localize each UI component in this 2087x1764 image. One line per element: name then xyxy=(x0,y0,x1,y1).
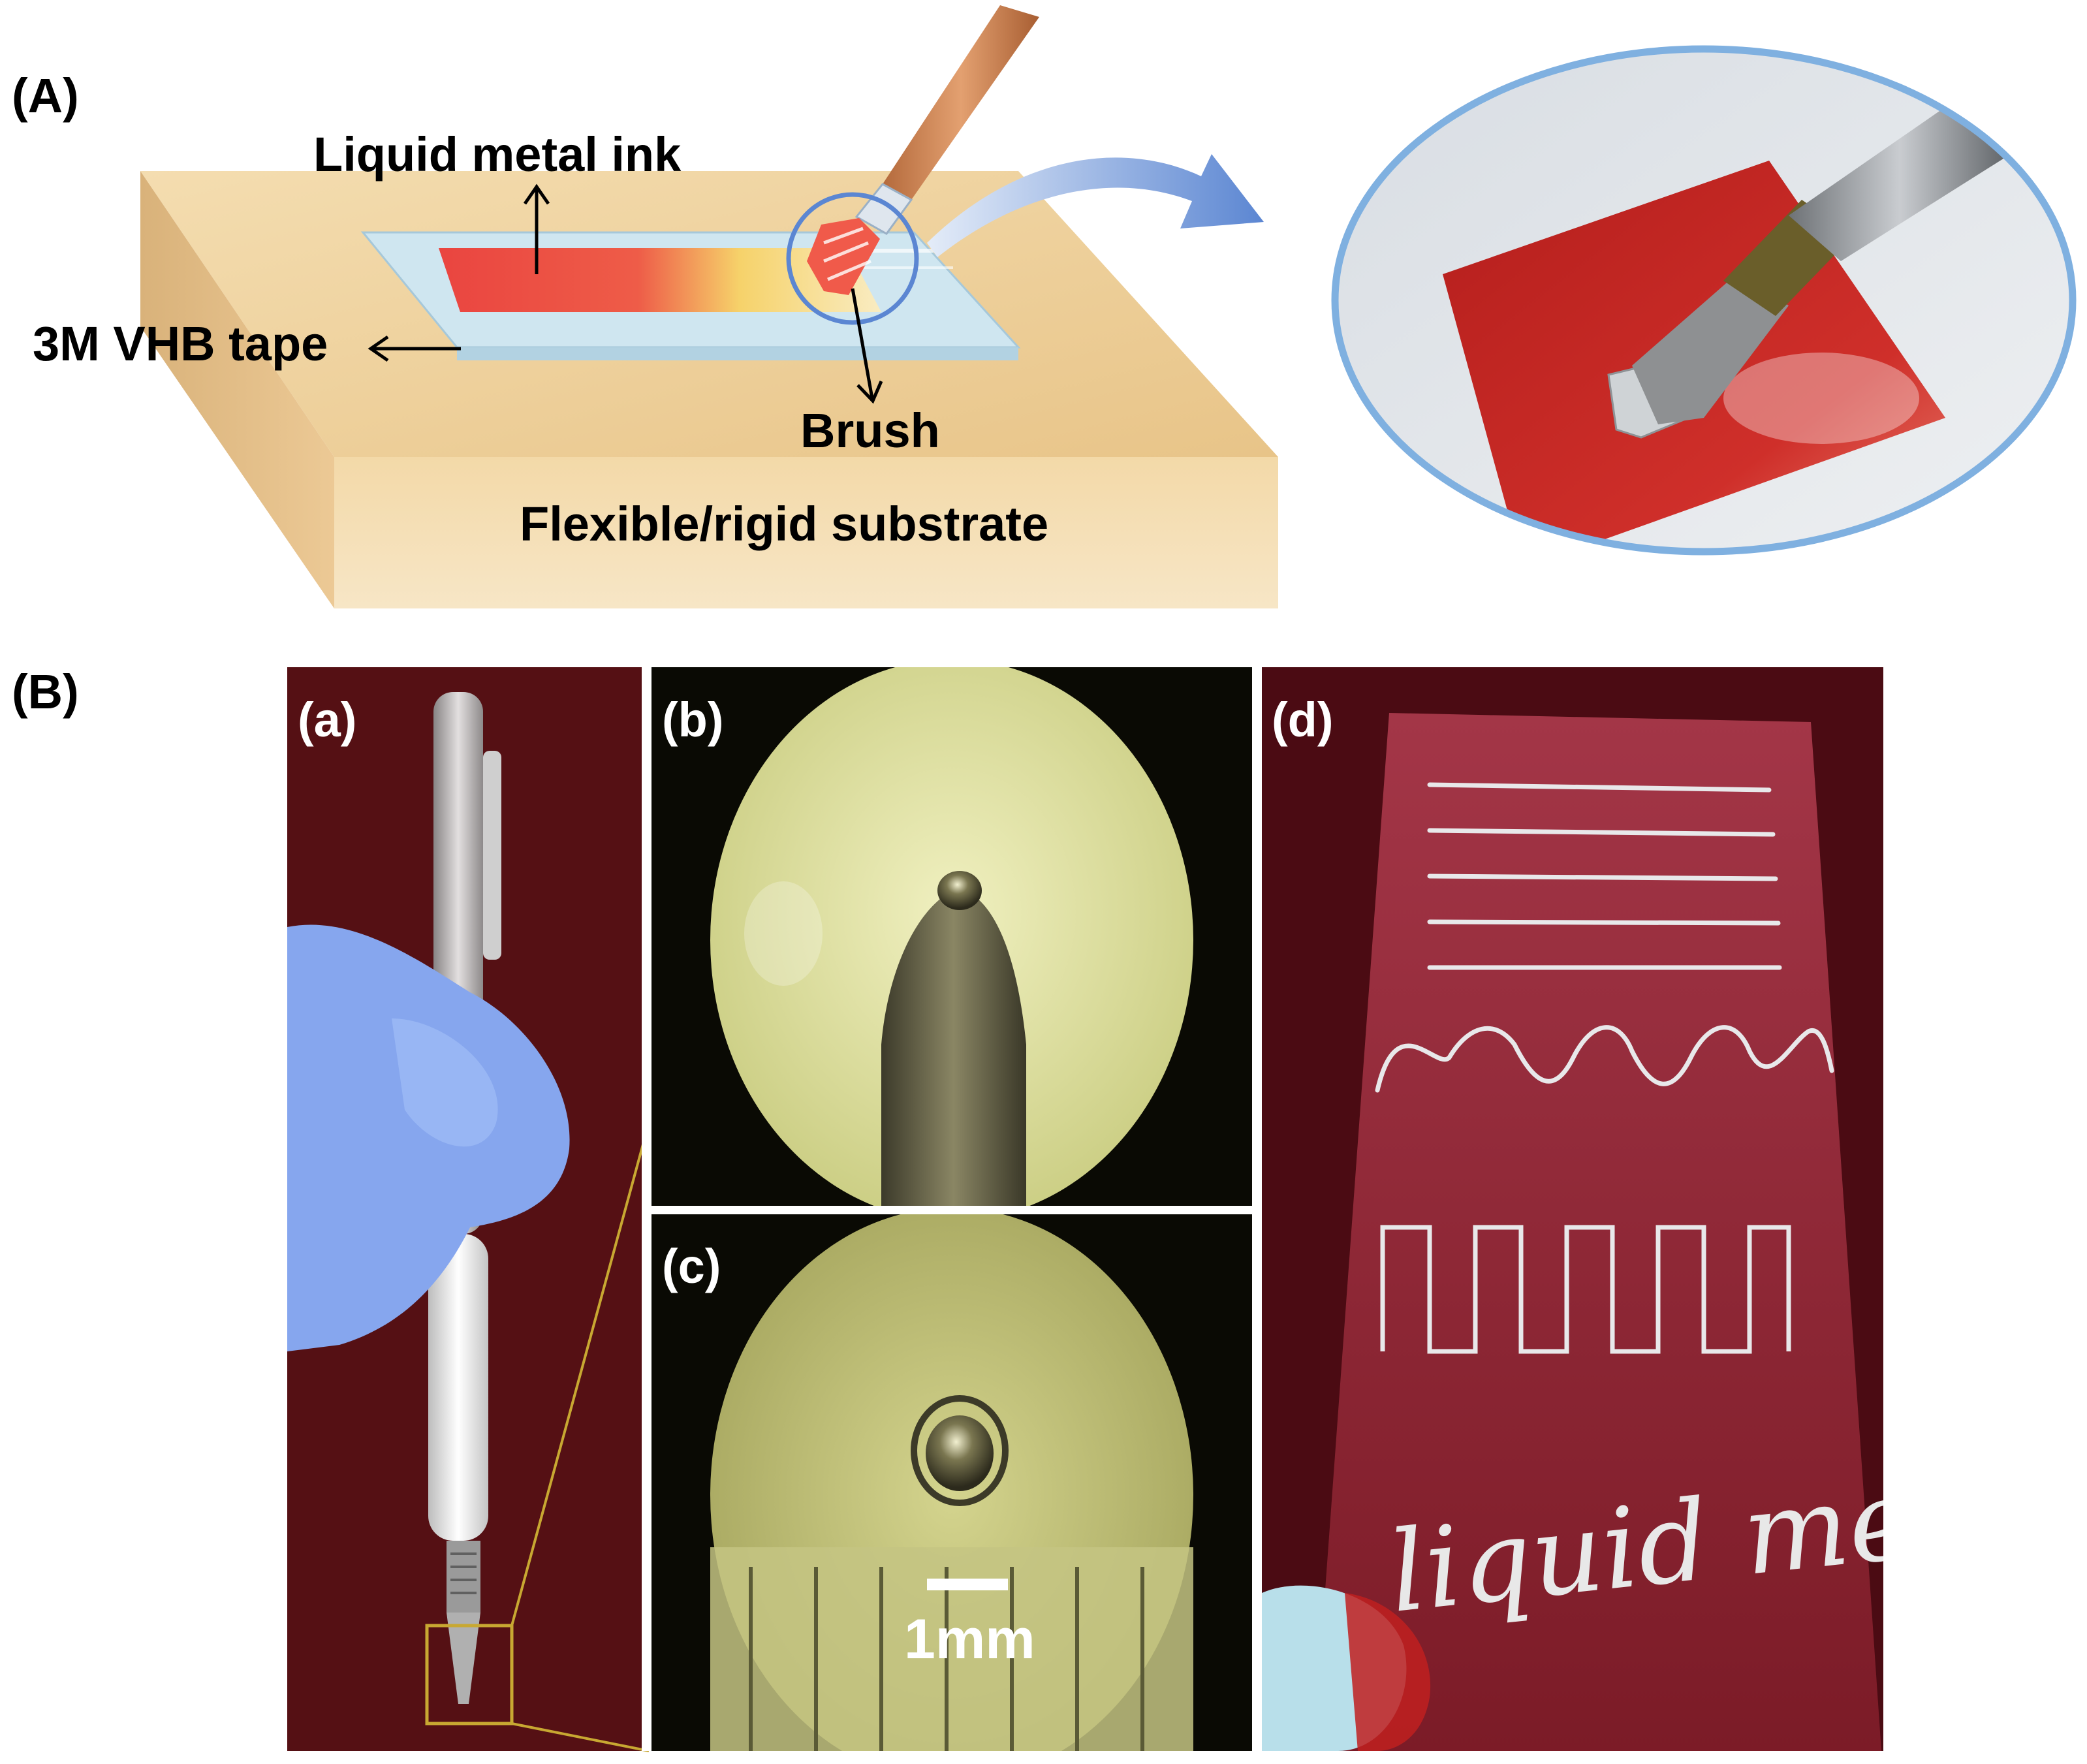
liquid-metal-ink-stripe xyxy=(439,248,881,312)
brush-handle xyxy=(883,5,1039,200)
glove-hand xyxy=(287,924,570,1351)
scope-spot xyxy=(744,881,823,986)
scale-bar-label: 1mm xyxy=(904,1608,1035,1671)
subpanel-b-microscope-tip xyxy=(651,667,1252,1206)
ink-pointer-arrow xyxy=(523,183,550,274)
droplet-ring xyxy=(911,1395,1009,1506)
brush-ferrule xyxy=(855,183,913,235)
brush-label: Brush xyxy=(800,403,940,458)
zoom-guide-upper xyxy=(510,1122,650,1626)
brushing-photo xyxy=(1331,45,2077,556)
brush-highlight-circle xyxy=(786,192,919,325)
transparent-sheet xyxy=(1313,713,1881,1751)
straight-line xyxy=(1427,874,1778,881)
ink-label: Liquid metal ink xyxy=(313,127,682,181)
curved-arrow-icon xyxy=(927,154,1264,257)
glove-fingertip-shade xyxy=(1345,1593,1431,1751)
tape-pointer-arrow xyxy=(368,335,461,362)
tape-edge xyxy=(457,347,1018,360)
glove-thumb xyxy=(392,1018,498,1147)
brush-pointer-arrow xyxy=(851,288,883,404)
subpanel-b-label: (b) xyxy=(662,693,724,747)
tip-ball xyxy=(937,871,982,910)
straight-lines xyxy=(1427,782,1782,970)
photo-brush-handle xyxy=(1789,98,2011,261)
subpanel-a-label: (a) xyxy=(298,693,356,747)
bristle-line xyxy=(827,259,871,281)
scale-bar xyxy=(927,1579,1008,1590)
photo-oval-frame xyxy=(1331,45,2077,556)
tape-label: 3M VHB tape xyxy=(33,317,328,371)
pen-tip-cone xyxy=(881,888,1026,1206)
straight-line xyxy=(1427,782,1772,793)
subpanel-c-microscope-droplet xyxy=(651,1214,1252,1751)
glove-icon xyxy=(287,924,570,1351)
bristle-line xyxy=(823,241,869,263)
subpanel-c-label: (c) xyxy=(662,1239,721,1293)
bristle-line xyxy=(823,227,864,245)
pen-tip-zoom-box xyxy=(425,1624,514,1725)
metal-droplet xyxy=(926,1415,994,1491)
curved-arrow-body xyxy=(927,154,1264,257)
panel-a-label: (A) xyxy=(12,69,79,123)
photo-brush-bristles xyxy=(1632,274,1789,424)
pen-tip xyxy=(447,1613,480,1704)
square-wave-line xyxy=(1380,1225,1791,1354)
sine-wave-line xyxy=(1375,1025,1834,1093)
pen-spring-section xyxy=(447,1541,480,1613)
sheet-glare xyxy=(1723,353,1919,444)
straight-line xyxy=(1427,919,1781,926)
panel-b: (B) (a) xyxy=(12,665,1883,1752)
brush-bristles xyxy=(807,218,880,295)
straight-line xyxy=(1427,828,1776,837)
pen-clip xyxy=(483,751,501,960)
substrate-side xyxy=(140,171,334,608)
subpanel-a-pen-photo xyxy=(287,667,642,1751)
substrate-label: Flexible/rigid substrate xyxy=(520,497,1048,551)
zoom-guide-lower xyxy=(511,1722,650,1752)
subpanel-d-printed-patterns: liquid metal xyxy=(1262,667,1883,1751)
panel-b-label: (B) xyxy=(12,665,79,719)
brush-icon xyxy=(807,5,1039,295)
subpanel-d-label: (d) xyxy=(1272,693,1334,747)
panel-a: (A) Liquid m xyxy=(12,5,2077,608)
substrate-front xyxy=(334,457,1278,608)
pen-grip xyxy=(428,1234,488,1541)
